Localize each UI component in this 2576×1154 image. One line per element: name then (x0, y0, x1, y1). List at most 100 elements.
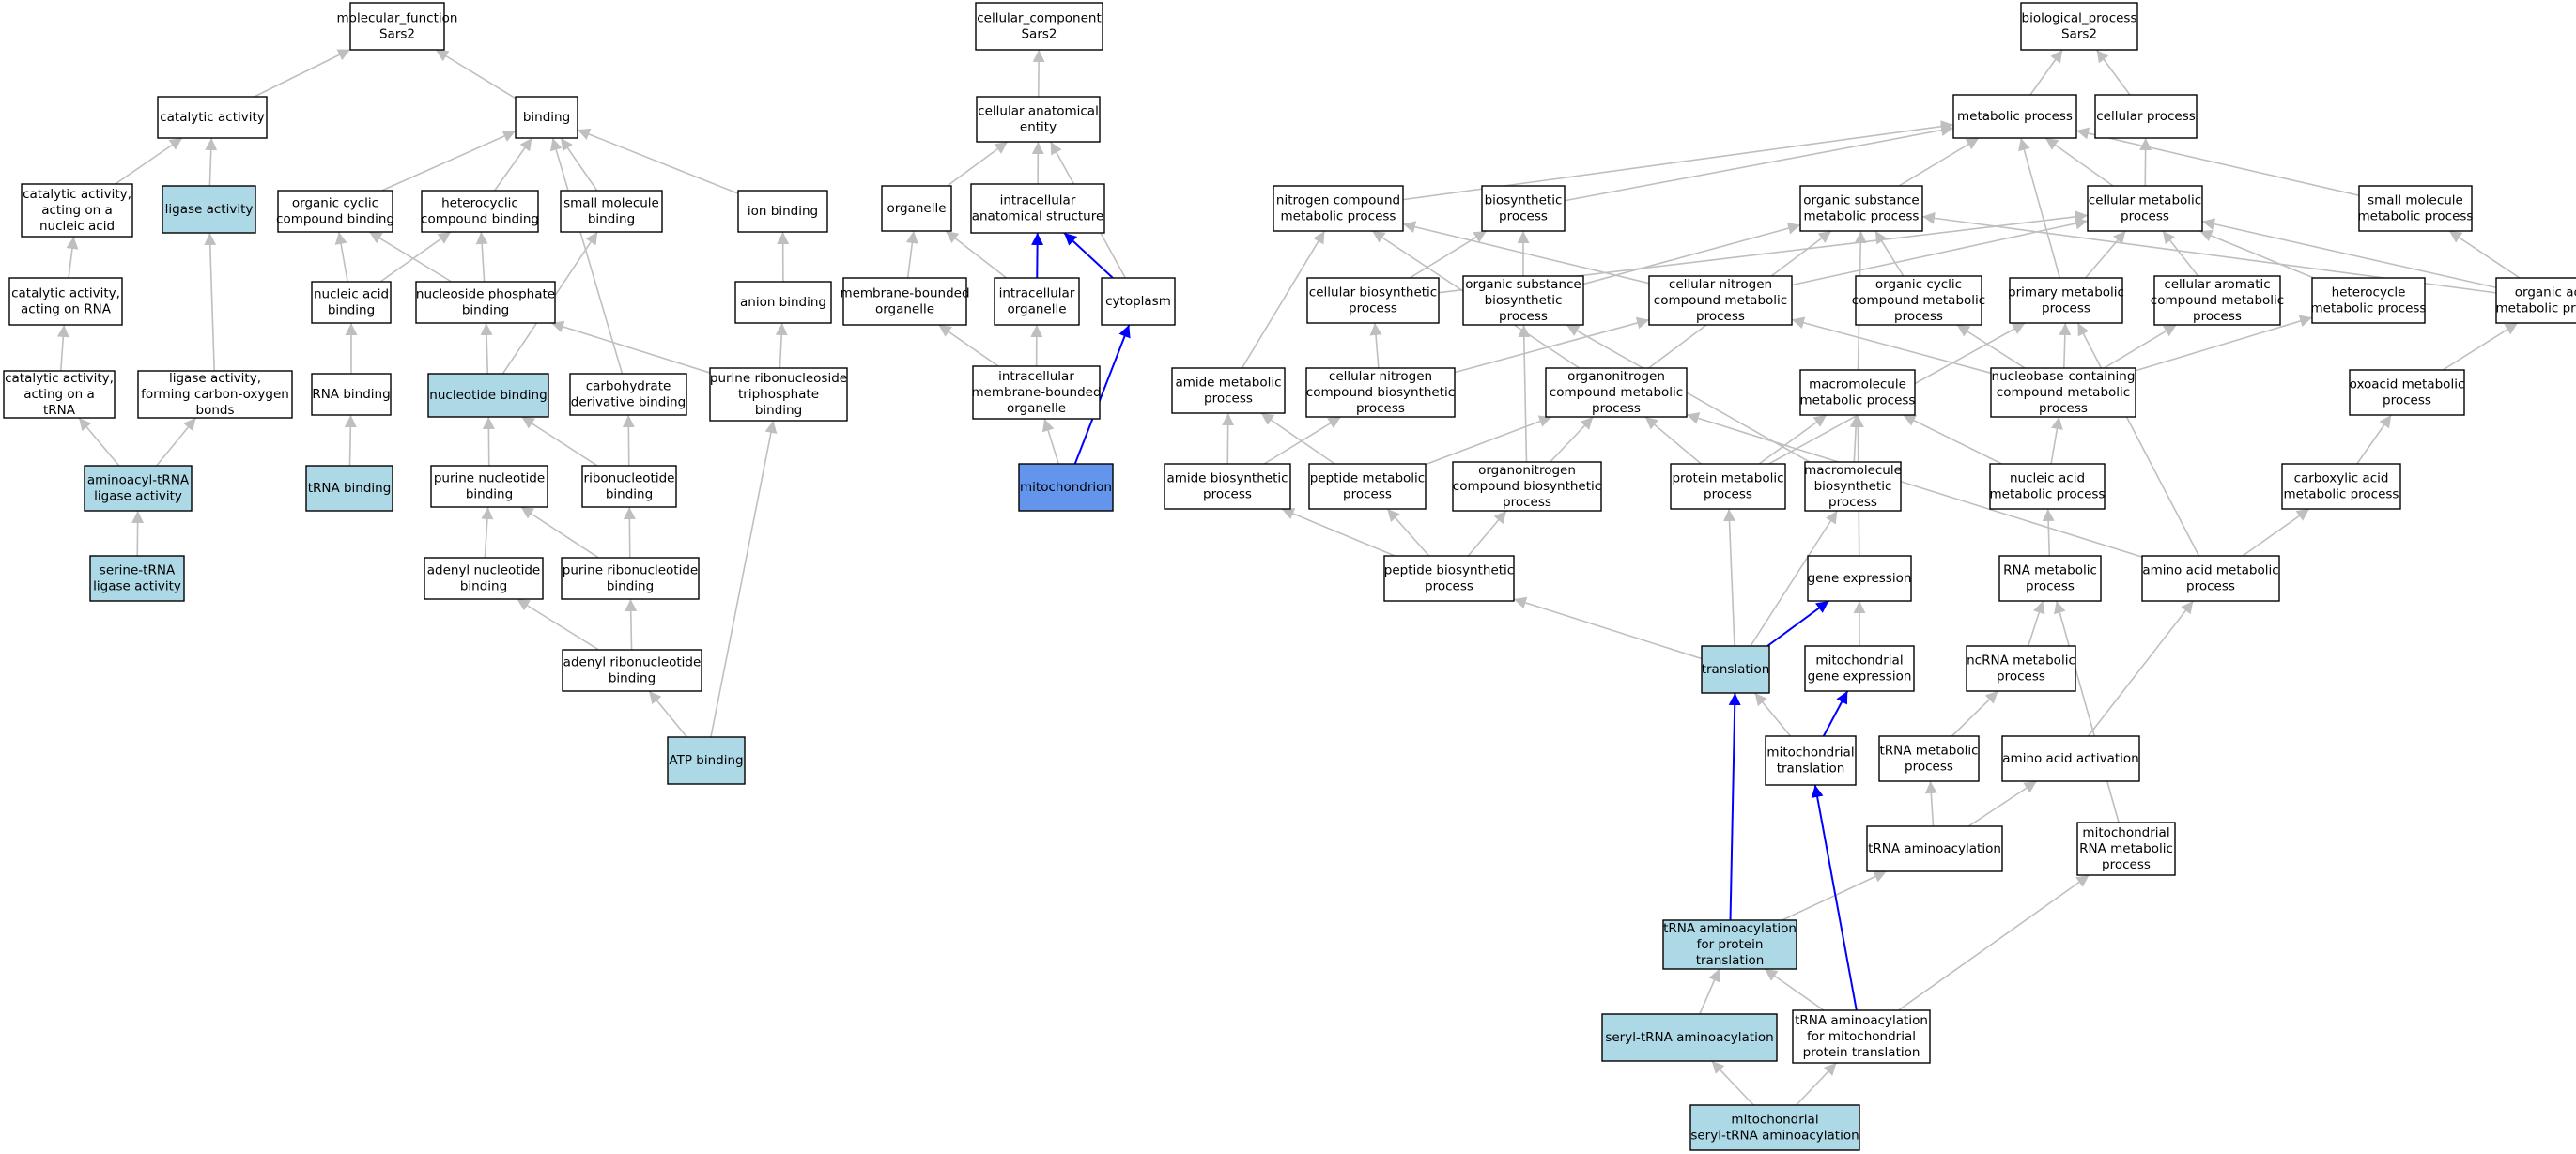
node-label: compound metabolic (2151, 293, 2284, 308)
edge-trna_bind-to-rna_bind (344, 414, 357, 467)
node-aa-activation[interactable]: amino acid activation (2001, 735, 2140, 782)
node-ion-bind[interactable]: ion binding (737, 190, 828, 233)
node-label: tRNA aminoacylation (1795, 1013, 1928, 1028)
node-cytoplasm[interactable]: cytoplasm (1101, 277, 1176, 326)
node-label: protein translation (1803, 1045, 1920, 1060)
node-ligase[interactable]: ligase activity (162, 185, 256, 234)
edge-seryl_trna_aa-to-trna_aa_prot (1699, 968, 1720, 1015)
node-metabolic[interactable]: metabolic process (1952, 94, 2077, 139)
node-rna-bind[interactable]: RNA binding (311, 373, 392, 416)
node-catalytic[interactable]: catalytic activity (157, 96, 268, 139)
node-box (667, 736, 746, 785)
node-cellular-proc[interactable]: cellular process (2094, 94, 2198, 139)
node-atp-bind[interactable]: ATP binding (667, 736, 746, 785)
edge-cat_trna-to-cat_rna (56, 324, 69, 372)
node-trna-bind[interactable]: tRNA binding (305, 465, 393, 512)
edge-nucleobase_met-to-cell_arom_met (2104, 324, 2177, 369)
node-translation[interactable]: translation (1701, 645, 1770, 694)
node-label: process (1696, 309, 1745, 324)
edge-cell_biosyn-to-biosynthetic (1409, 230, 1488, 279)
node-nucleotide-bind[interactable]: nucleotide binding (427, 373, 549, 418)
node-trna-aminoacyl[interactable]: tRNA aminoacylation (1866, 825, 2003, 872)
edge-cell_met-to-metabolic (2044, 137, 2114, 187)
node-organelle[interactable]: organelle (881, 185, 952, 232)
node-ligase-co[interactable]: ligase activity,forming carbon-oxygenbon… (137, 370, 293, 419)
node-anion-bind[interactable]: anion binding (734, 281, 832, 324)
node-label: cytoplasm (1105, 294, 1171, 309)
node-cat-rna[interactable]: catalytic activity,acting on RNA (8, 277, 123, 326)
node-seryl-trna-aa[interactable]: seryl-tRNA aminoacylation (1601, 1013, 1778, 1062)
node-binding[interactable]: binding (515, 96, 578, 139)
node-box (734, 281, 832, 324)
node-box (1101, 277, 1176, 326)
edge-hetero_bind-to-binding (493, 137, 533, 192)
node-label: tRNA (43, 403, 76, 418)
node-mitochondrion[interactable]: mitochondrion (1018, 463, 1114, 512)
node-gene-expr[interactable]: gene expression (1807, 555, 1912, 602)
edge-carb_deriv_bind-to-binding (549, 137, 624, 375)
node-label: amide biosynthetic (1166, 471, 1288, 486)
